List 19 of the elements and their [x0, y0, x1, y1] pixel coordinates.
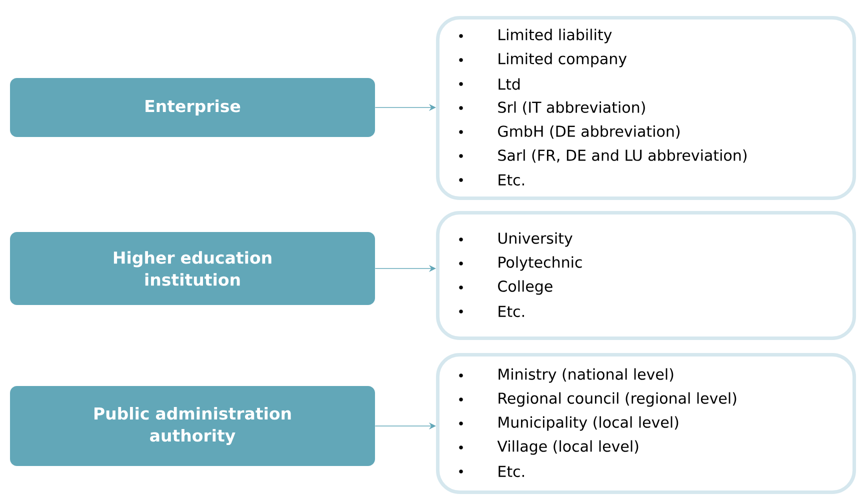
category-box: Higher education institution	[10, 232, 375, 305]
list-item: Municipality (local level)	[498, 416, 678, 431]
list-item: Etc.	[498, 466, 524, 478]
list-item: Limited company	[498, 52, 627, 68]
list-item: Ltd	[498, 78, 520, 90]
list-item: Village (local level)	[497, 440, 638, 455]
list-item: Etc.	[498, 306, 524, 318]
list-item: Regional council (regional level)	[498, 392, 736, 407]
category-box: Public administration authority	[10, 386, 375, 466]
list-item: Polytechnic	[498, 256, 582, 271]
list-item: Ministry (national level)	[498, 368, 674, 383]
list-item: Limited liability	[498, 28, 612, 44]
list-item: College	[498, 280, 552, 295]
category-box: Enterprise	[10, 78, 375, 137]
list-item: Sarl (FR, DE and LU abbreviation)	[498, 149, 746, 163]
list-item: Etc.	[498, 174, 524, 186]
list-item: Srl (IT abbreviation)	[498, 101, 645, 115]
list-item: University	[498, 232, 572, 247]
list-item: GmbH (DE abbreviation)	[498, 125, 680, 139]
